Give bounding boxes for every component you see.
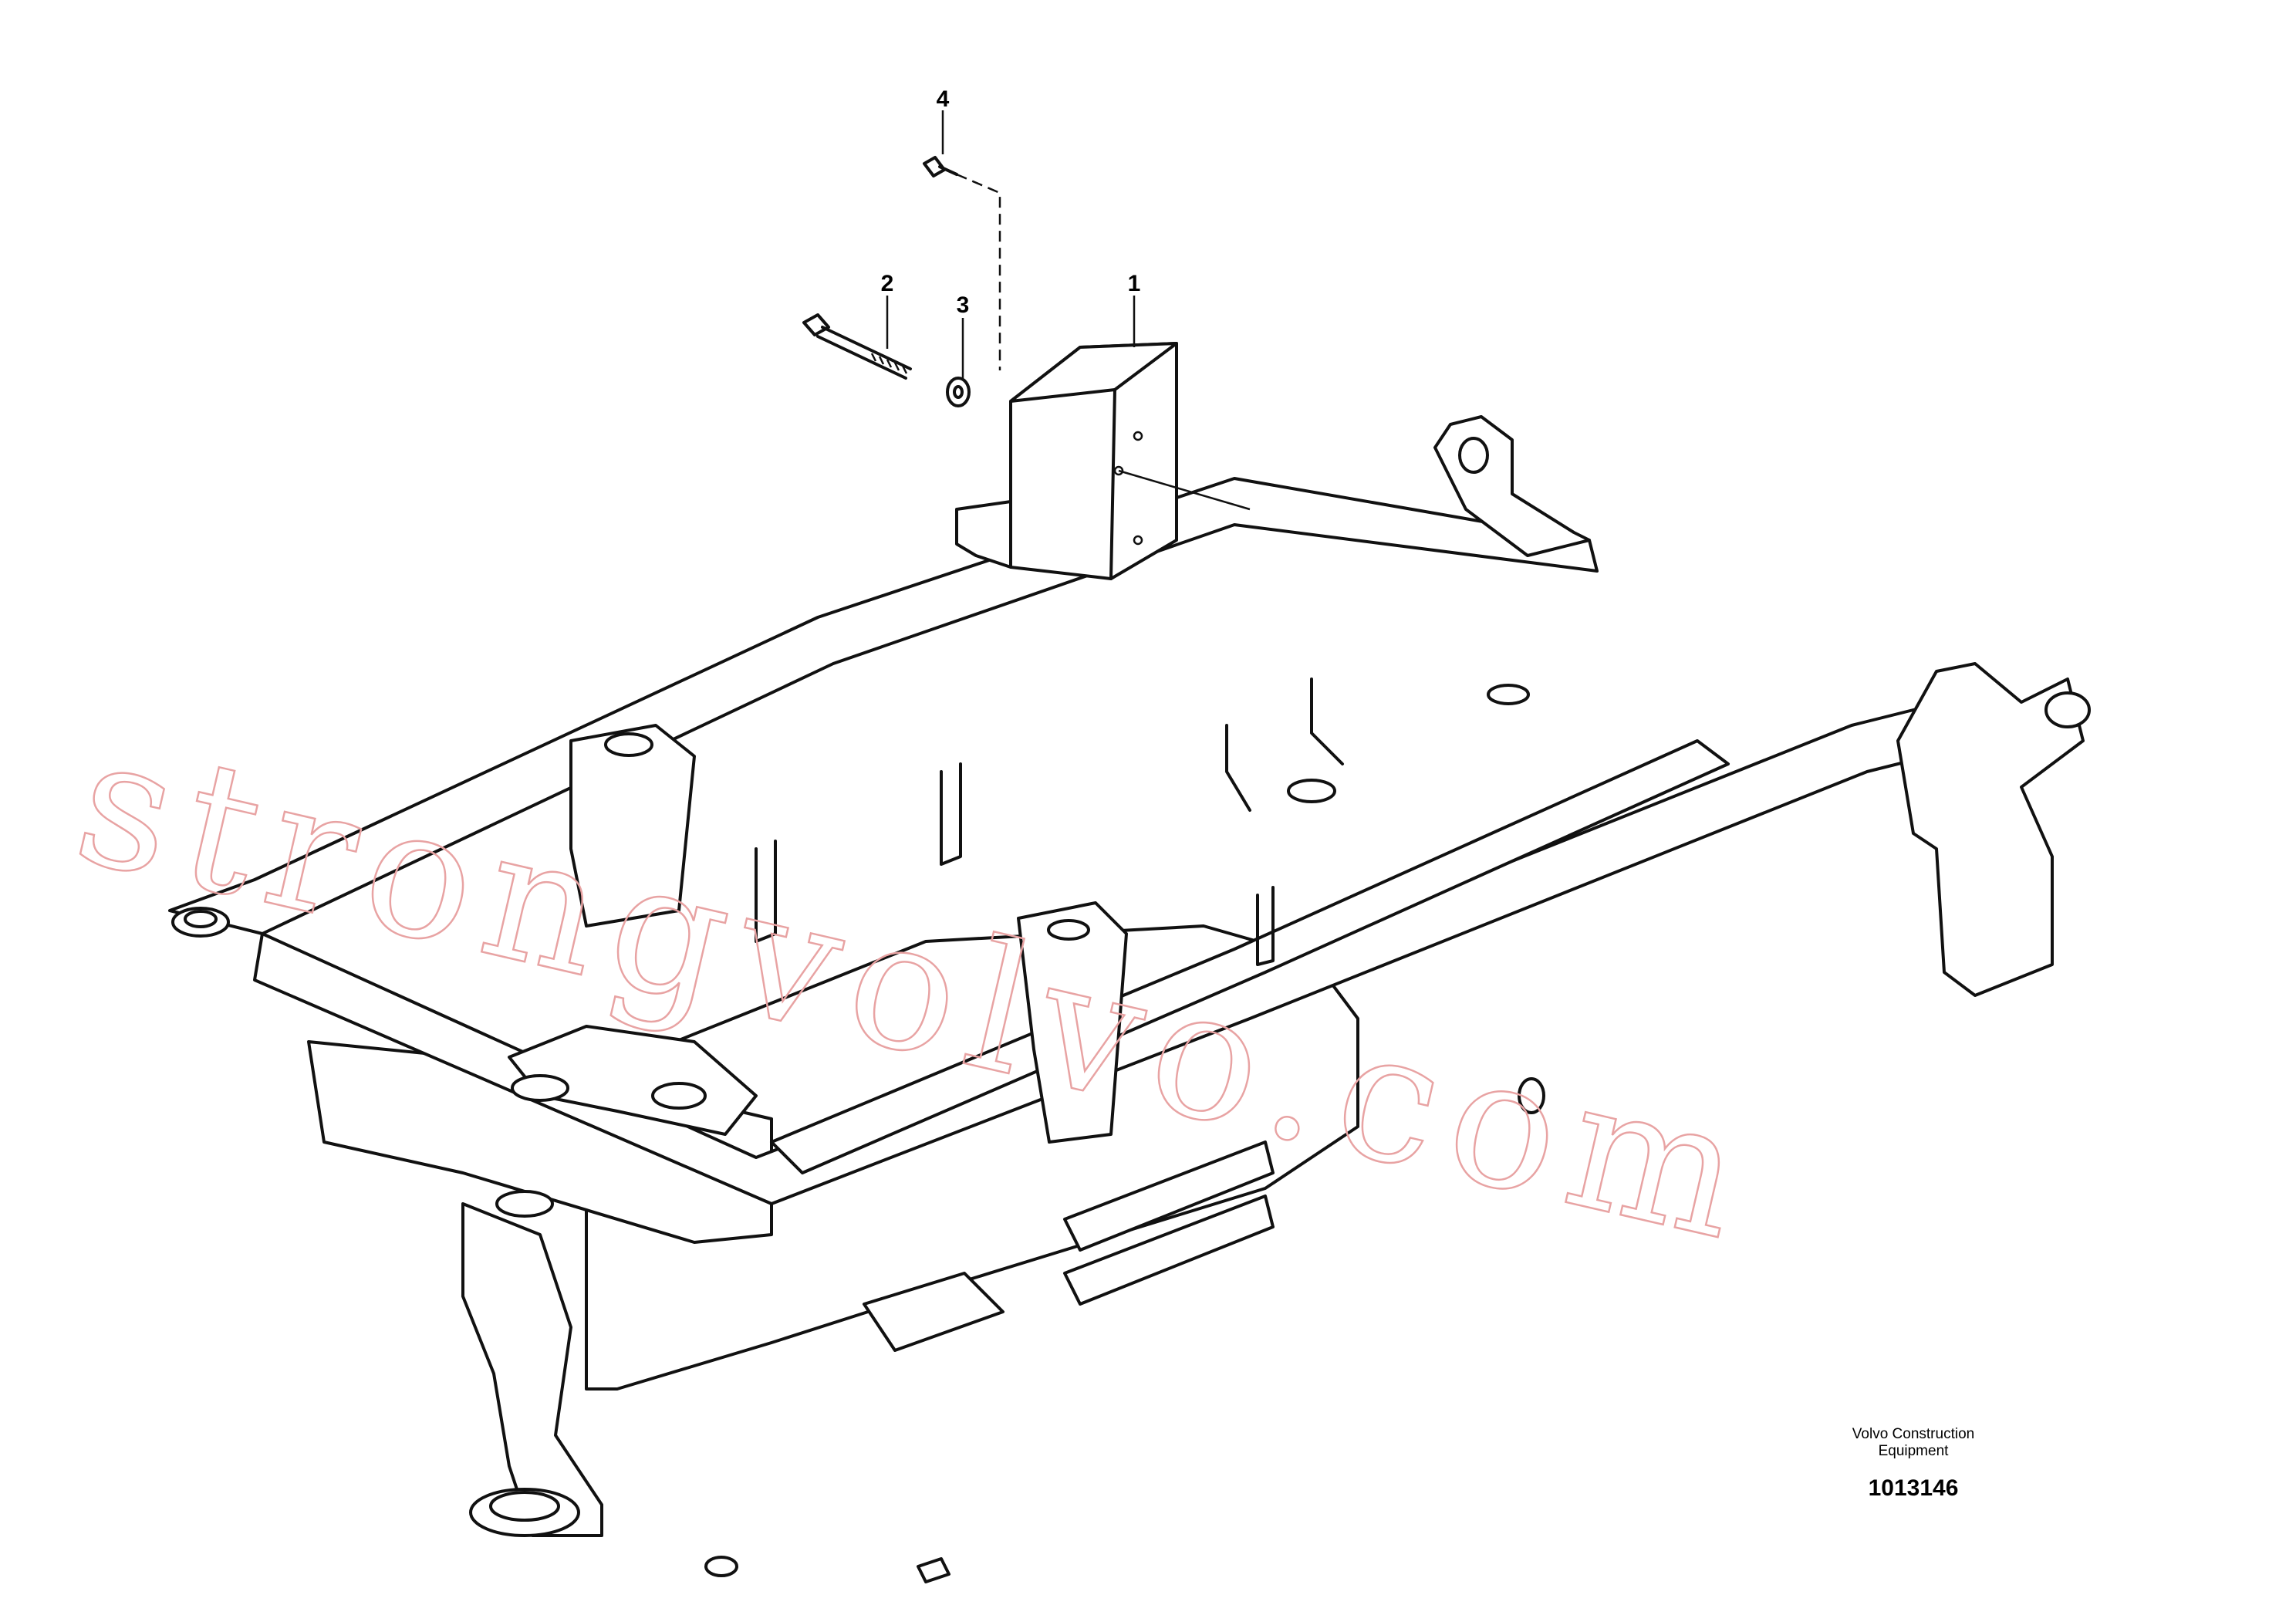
brand-label: Volvo Construction Equipment	[1813, 1426, 2014, 1460]
drawing-number: 1013146	[1868, 1475, 1959, 1501]
callout-number-3: 3	[957, 292, 970, 318]
callout-number-4: 4	[937, 86, 950, 112]
part-2-bolt	[802, 313, 912, 380]
part-4-screw	[923, 156, 1001, 370]
part-1-step	[955, 342, 1251, 580]
callout-number-2: 2	[881, 271, 894, 296]
part-3-washer	[946, 377, 971, 407]
callout-leaders	[886, 110, 1136, 380]
frame-assembly	[168, 415, 2091, 1583]
brand-line-2: Equipment	[1878, 1443, 1949, 1459]
brand-line-1: Volvo Construction	[1852, 1426, 1975, 1442]
callout-number-1: 1	[1128, 271, 1141, 296]
